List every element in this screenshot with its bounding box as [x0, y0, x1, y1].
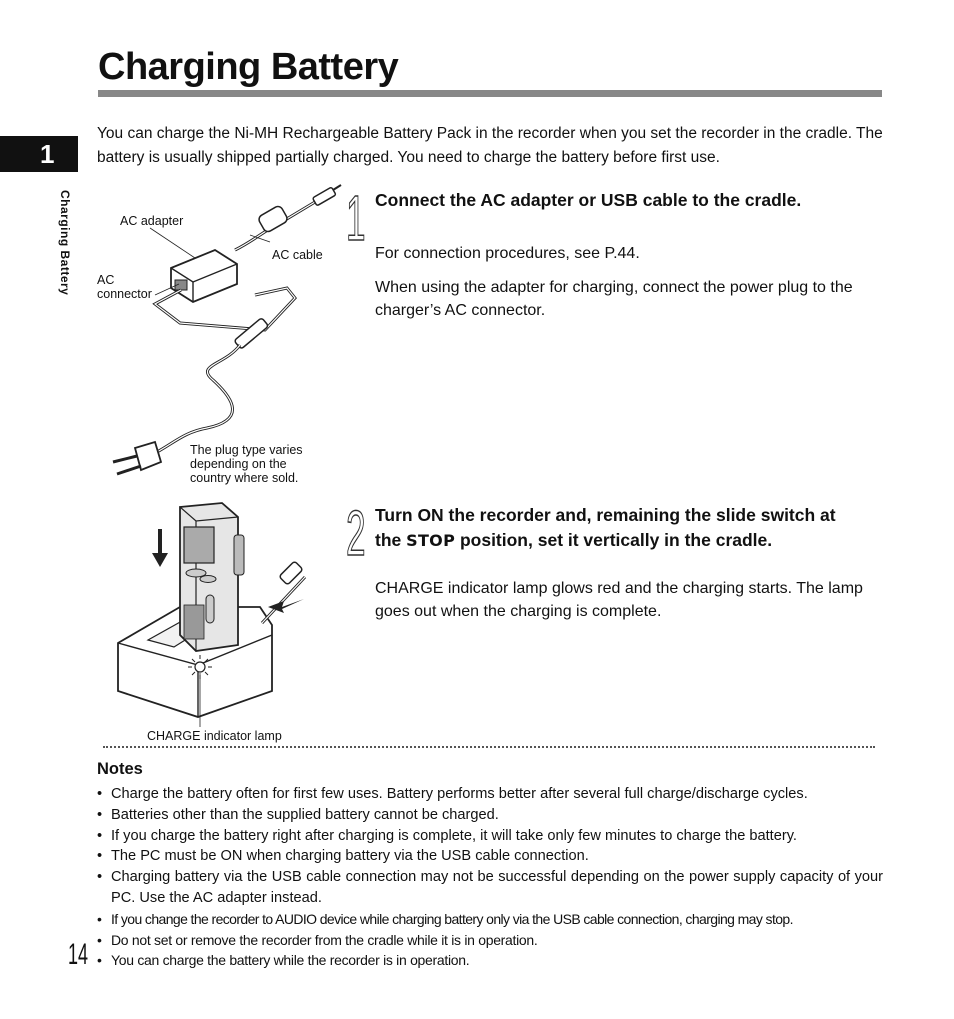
side-section-label: Charging Battery — [58, 190, 72, 296]
cradle-illustration — [117, 502, 307, 727]
label-ac-cable: AC cable — [272, 248, 323, 262]
page-title: Charging Battery — [98, 46, 399, 88]
step-2-paragraph-1: CHARGE indicator lamp glows red and the … — [375, 580, 863, 620]
step-1-paragraph-2: When using the adapter for charging, con… — [375, 279, 853, 319]
step-1-paragraph-1: For connection procedures, see P.44. — [375, 245, 640, 262]
chapter-number: 1 — [40, 139, 55, 169]
note-item: You can charge the battery while the rec… — [97, 950, 883, 971]
chapter-tab: 1 — [0, 136, 78, 172]
note-item: Do not set or remove the recorder from t… — [97, 930, 883, 951]
label-ac-adapter: AC adapter — [120, 214, 184, 228]
plug-note-line2: depending on the — [190, 457, 287, 471]
intro-paragraph: You can charge the Ni-MH Rechargeable Ba… — [97, 125, 883, 166]
note-item: If you change the recorder to AUDIO devi… — [97, 909, 883, 930]
step-number-2: 2 — [346, 497, 366, 569]
plug-note-line3: country where sold. — [190, 471, 299, 485]
step-2-heading-part1: Turn ON the recorder and, remaining the … — [375, 505, 836, 550]
title-rule — [98, 90, 882, 97]
note-item: Charge the battery often for first few u… — [97, 784, 883, 805]
note-item: If you charge the battery right after ch… — [97, 826, 883, 847]
step-number-1: 1 — [346, 182, 366, 254]
note-item: Charging battery via the USB cable conne… — [97, 867, 883, 909]
plug-note-line1: The plug type varies — [190, 443, 303, 457]
label-ac-connector-line2: connector — [97, 287, 152, 301]
notes-divider — [103, 746, 875, 748]
ac-adapter-illustration — [112, 184, 342, 476]
step-2-heading: Turn ON the recorder and, remaining the … — [375, 503, 851, 553]
page-number: 14 — [68, 938, 89, 971]
step-1-heading: Connect the AC adapter or USB cable to t… — [375, 190, 802, 210]
notes-list: Charge the battery often for first few u… — [97, 784, 883, 971]
notes-heading: Notes — [97, 760, 143, 778]
label-plug-note: The plug type varies depending on the co… — [190, 443, 303, 485]
stop-position-label: STOP — [406, 531, 456, 550]
note-item: Batteries other than the supplied batter… — [97, 805, 883, 826]
label-charge-lamp: CHARGE indicator lamp — [147, 729, 282, 743]
label-ac-connector-line1: AC — [97, 273, 115, 287]
step-2-heading-part2: position, set it vertically in the cradl… — [455, 530, 773, 550]
note-item: The PC must be ON when charging battery … — [97, 846, 883, 867]
label-ac-connector: AC connector — [97, 273, 152, 301]
